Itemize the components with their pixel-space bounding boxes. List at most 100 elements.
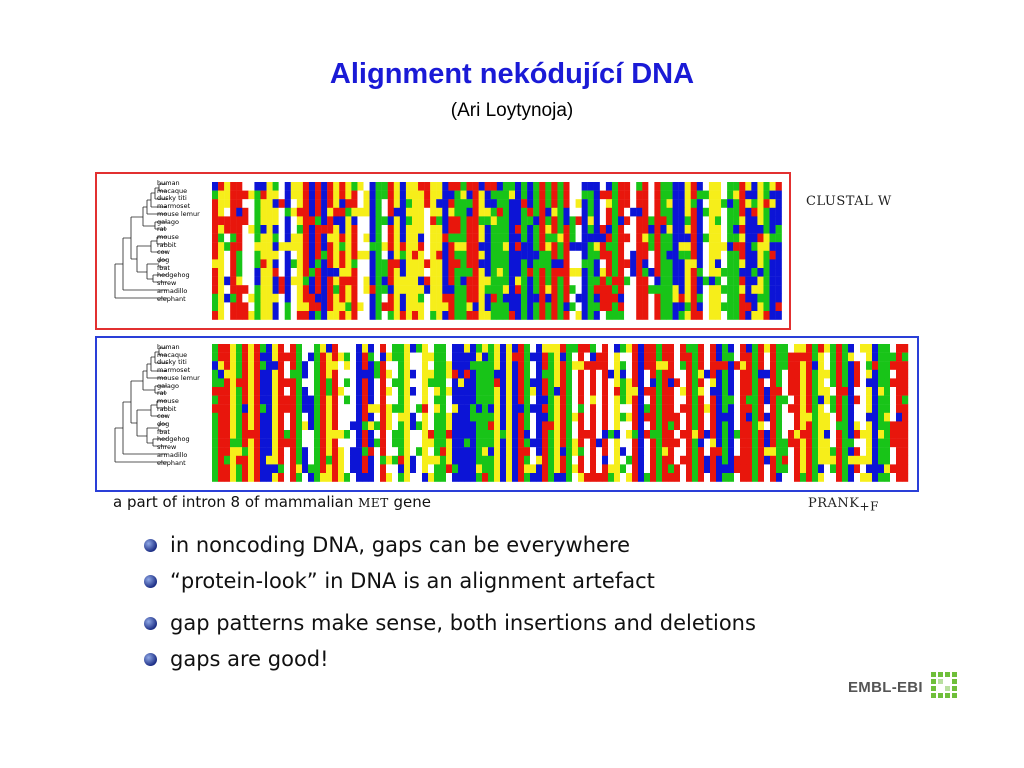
alignment-cell [314, 447, 321, 456]
alignment-cell [638, 421, 645, 431]
alignment-cell [418, 285, 425, 294]
alignment-cell [218, 293, 225, 303]
alignment-cell [614, 421, 621, 431]
alignment-cell [812, 455, 819, 465]
alignment-cell [440, 387, 447, 396]
alignment-cell [404, 455, 411, 465]
alignment-cell [890, 455, 897, 465]
alignment-cell [684, 259, 691, 269]
alignment-cell [714, 207, 722, 217]
alignment-cell [411, 190, 419, 200]
alignment-cell [368, 395, 375, 405]
alignment-cell [746, 395, 753, 405]
alignment-cell [224, 395, 231, 405]
alignment-cell [339, 233, 346, 243]
alignment-cell [327, 242, 334, 251]
alignment-cell [806, 447, 813, 456]
alignment-cell [644, 473, 651, 482]
alignment-cell [890, 447, 897, 456]
alignment-cell [314, 387, 321, 396]
alignment-cell [236, 216, 243, 226]
alignment-cell [326, 464, 333, 474]
alignment-cell [375, 293, 382, 303]
alignment-cell [339, 216, 346, 226]
alignment-cell [416, 412, 423, 422]
alignment-cell [478, 216, 485, 226]
alignment-cell [769, 311, 776, 320]
alignment-cell [611, 250, 619, 260]
alignment-cell [596, 412, 603, 422]
alignment-cell [362, 352, 369, 362]
alignment-cell [430, 250, 437, 260]
alignment-cell [411, 268, 419, 277]
alignment-cell [320, 404, 327, 413]
alignment-cell [470, 395, 477, 405]
alignment-cell [521, 276, 528, 286]
alignment-cell [398, 344, 405, 353]
alignment-cell [590, 421, 597, 431]
alignment-cell [650, 352, 657, 362]
alignment-cell [508, 268, 516, 277]
alignment-cell [350, 438, 357, 448]
alignment-cell [446, 361, 453, 370]
alignment-cell [333, 285, 340, 294]
alignment-cell [666, 207, 673, 217]
alignment-cell [399, 293, 407, 303]
alignment-cell [230, 404, 237, 413]
alignment-cell [466, 233, 473, 243]
alignment-cell [512, 430, 519, 439]
alignment-cell [308, 276, 316, 286]
alignment-cell [578, 344, 585, 353]
alignment-cell [620, 455, 627, 465]
species-labels: human macaque dusky titi marmoset mouse … [157, 343, 200, 467]
alignment-cell [878, 404, 885, 413]
alignment-cell [381, 293, 388, 303]
alignment-cell [254, 361, 261, 370]
alignment-cell [428, 369, 435, 379]
alignment-cell [624, 182, 631, 191]
alignment-cell [488, 447, 495, 456]
alignment-cell [242, 464, 249, 474]
alignment-cell [521, 216, 528, 226]
alignment-cell [484, 242, 491, 251]
alignment-cell [854, 430, 861, 439]
alignment-cell [266, 438, 273, 448]
alignment-cell [224, 447, 231, 456]
alignment-cell [642, 207, 649, 217]
alignment-cell [608, 404, 615, 413]
alignment-cell [392, 438, 399, 448]
alignment-cell [739, 242, 746, 251]
alignment-cell [496, 285, 504, 294]
alignment-cell [476, 430, 483, 439]
alignment-cell [260, 447, 267, 456]
alignment-cell [515, 199, 522, 208]
alignment-cell [230, 259, 237, 269]
alignment-cell [424, 311, 431, 320]
alignment-cell [357, 259, 364, 269]
alignment-cell [611, 259, 619, 269]
alignment-cell [369, 302, 376, 312]
alignment-cell [440, 344, 447, 353]
alignment-cell [698, 378, 705, 388]
alignment-cell [266, 447, 273, 456]
alignment-cell [290, 404, 297, 413]
alignment-cell [757, 311, 764, 320]
alignment-cell [572, 430, 579, 439]
alignment-cell [764, 421, 771, 431]
alignment-cell [806, 464, 813, 474]
alignment-cell [575, 293, 582, 303]
alignment-cell [212, 412, 219, 422]
alignment-cell [272, 378, 279, 388]
alignment-cell [620, 473, 627, 482]
alignment-cell [866, 378, 873, 388]
alignment-cell [260, 455, 267, 465]
alignment-cell [494, 361, 501, 370]
alignment-cell [368, 404, 375, 413]
alignment-cell [824, 421, 831, 431]
alignment-cell [769, 182, 776, 191]
alignment-cell [690, 199, 697, 208]
alignment-cell [284, 199, 291, 208]
alignment-cell [448, 233, 455, 243]
alignment-cell [242, 268, 249, 277]
alignment-cell [357, 190, 364, 200]
